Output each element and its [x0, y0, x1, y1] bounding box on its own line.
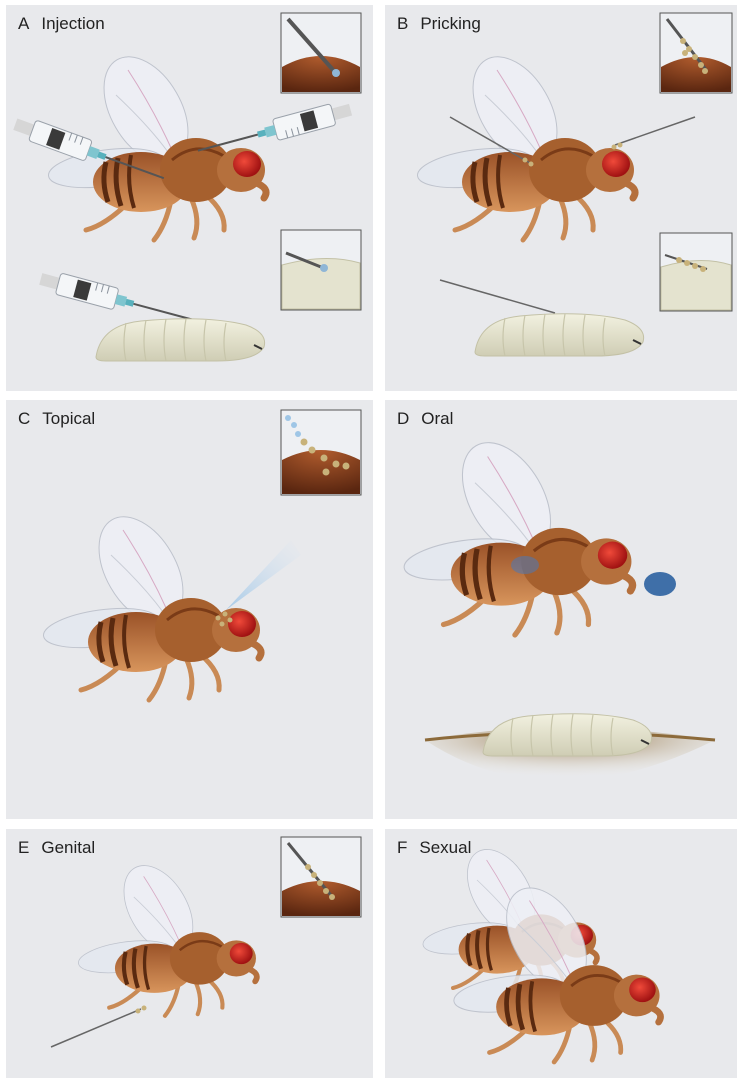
genital-illustration [6, 829, 373, 1078]
panel-letter: E [18, 838, 29, 857]
injection-illustration [6, 5, 373, 391]
inset-cuticle [281, 837, 361, 917]
inset-cuticle [660, 13, 732, 93]
needle-head [615, 117, 695, 145]
sexual-illustration [385, 829, 737, 1078]
panel-label: F Sexual [397, 838, 471, 858]
blue-food-droplet [644, 572, 676, 596]
needle-genital [51, 1009, 141, 1047]
adult-fly [41, 502, 261, 700]
blue-gut-content [511, 556, 539, 574]
panel-injection: A Injection [6, 5, 373, 391]
adult-fly [76, 854, 256, 1016]
panel-topical: C Topical [6, 400, 373, 819]
oral-illustration [385, 400, 737, 819]
topical-illustration [6, 400, 373, 819]
panel-label: A Injection [18, 14, 105, 34]
inset-larva [660, 233, 732, 311]
larva [475, 314, 644, 356]
panel-genital: E Genital [6, 829, 373, 1078]
inset-cuticle [281, 13, 361, 93]
panel-title: Sexual [419, 838, 471, 857]
pricking-illustration [385, 5, 737, 391]
larva [96, 319, 265, 361]
panel-title: Topical [42, 409, 95, 428]
panel-label: D Oral [397, 409, 453, 429]
panel-letter: A [18, 14, 29, 33]
panel-letter: B [397, 14, 408, 33]
inset-larva [281, 230, 361, 310]
panel-title: Oral [421, 409, 453, 428]
panel-pricking: B Pricking [385, 5, 737, 391]
panel-oral: D Oral [385, 400, 737, 819]
spore-spray [226, 540, 301, 610]
needle-larva [440, 280, 555, 313]
panel-letter: F [397, 838, 407, 857]
panel-title: Pricking [420, 14, 480, 33]
adult-fly [415, 42, 635, 240]
panel-letter: C [18, 409, 30, 428]
adult-fly-feeding [402, 427, 633, 635]
panel-letter: D [397, 409, 409, 428]
panel-sexual: F Sexual [385, 829, 737, 1078]
larva-feeding [483, 714, 652, 756]
panel-label: C Topical [18, 409, 95, 429]
panel-label: E Genital [18, 838, 95, 858]
panel-title: Injection [41, 14, 104, 33]
inset-cuticle [281, 410, 361, 495]
panel-title: Genital [41, 838, 95, 857]
panel-label: B Pricking [397, 14, 481, 34]
